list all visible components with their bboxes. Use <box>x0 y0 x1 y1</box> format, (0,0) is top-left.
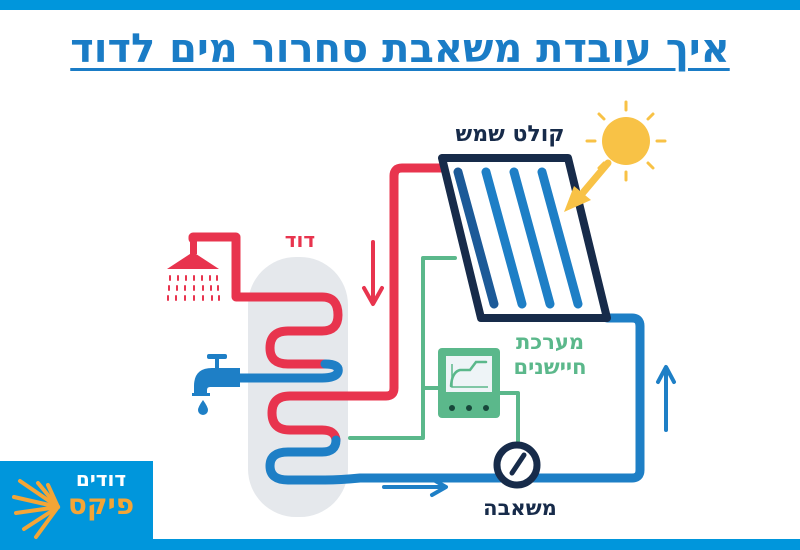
top-accent-bar <box>0 0 800 10</box>
cold-flow-arrow-up-icon <box>656 365 676 432</box>
gauge-icon <box>493 441 541 489</box>
logo-wordmark: דודים פיקס <box>56 467 146 521</box>
controller-icon <box>438 348 500 418</box>
brand-logo: דודים פיקס <box>0 461 153 550</box>
solar-collector-label: קולט שמש <box>455 122 565 147</box>
bottom-accent-bar <box>0 539 800 550</box>
boiler-label: דוד <box>284 228 316 252</box>
hot-flow-arrow-icon <box>362 240 384 306</box>
sunburst-icon <box>12 479 60 539</box>
faucet-icon <box>192 354 240 415</box>
pump-label: משאבה <box>483 496 557 520</box>
sensor-system-label: מערכת חיישנים <box>500 330 600 380</box>
cold-flow-arrow-right-icon <box>382 477 448 497</box>
solar-panel-icon <box>438 154 611 322</box>
sensor-system-label-line2: חיישנים <box>513 355 587 379</box>
sensor-system-label-line1: מערכת <box>515 330 585 354</box>
page-title: איך עובדת משאבת סחרור מים לדוד <box>70 26 730 72</box>
shower-head-icon <box>167 236 220 301</box>
sun-icon <box>564 100 667 212</box>
logo-line1: דודים <box>75 467 127 491</box>
sensor-wires <box>348 256 520 457</box>
cold-pipe <box>233 313 645 485</box>
logo-line2: פיקס <box>67 488 135 521</box>
